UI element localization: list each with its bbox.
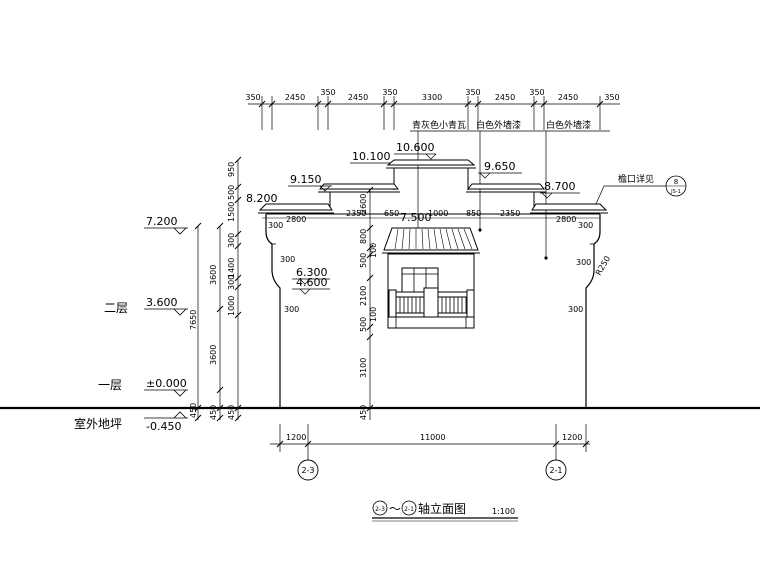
axis-bubble-left <box>297 459 319 481</box>
inner-dim-1500: 1500 <box>227 202 236 222</box>
axis-right-label: 2-1 <box>549 466 562 475</box>
inner-dim-300b: 300 <box>227 275 236 290</box>
ground-label: 室外地坪 <box>74 416 122 431</box>
inner-dim-1000: 1000 <box>227 296 236 316</box>
center-dim-3100: 3100 <box>359 358 368 378</box>
central-dimension-chain: 450 3100 500 2100 500 800 2600 100 100 <box>359 186 378 420</box>
top-dim-11: 350 <box>604 93 619 102</box>
inner-h-2350b: 2350 <box>500 209 520 218</box>
center-dim-100b: 100 <box>369 243 378 258</box>
outer-dim-450: 450 <box>189 403 198 418</box>
side-dim-300-1: 300 <box>268 221 283 230</box>
elev-10100: 10.100 <box>352 150 391 163</box>
center-dim-500b: 500 <box>359 253 368 268</box>
detail-sheet: JS-1 <box>670 189 681 195</box>
drawing-title: 2-3 ～ 2-1 轴立面图 1:100 <box>372 500 518 522</box>
elev-minus-0450: -0.450 <box>146 420 181 433</box>
inner-h-650: 650 <box>384 209 399 218</box>
top-dim-7: 350 <box>465 88 480 97</box>
elev-7200: 7.200 <box>146 215 178 228</box>
material-annotations: 青灰色小青瓦 白色外墙漆 白色外墙漆 <box>410 119 610 260</box>
top-dim-6: 3300 <box>422 93 442 102</box>
cornice-note: 檐口详见 <box>618 173 654 185</box>
side-dim-300-4: 300 <box>280 255 295 264</box>
floor-2-label: 二层 <box>104 301 128 315</box>
roof-elevation-labels: 10.100 10.600 9.150 9.650 8.700 8.200 7.… <box>246 141 580 295</box>
elev-0: ±0.000 <box>146 377 187 390</box>
center-dim-2600: 2600 <box>359 194 368 214</box>
elev-8700: 8.700 <box>544 180 576 193</box>
elev-10600: 10.600 <box>396 141 435 154</box>
wall-note-2: 白色外墙漆 <box>546 119 591 131</box>
side-dim-300-2: 300 <box>578 221 593 230</box>
elev-6300: 6.300 <box>296 266 328 279</box>
floor-1-label: 一层 <box>98 378 122 392</box>
mid-dim-3600a: 3600 <box>209 345 218 365</box>
title-text: 轴立面图 <box>418 501 466 516</box>
inner-h-2800b: 2800 <box>556 215 576 224</box>
elev-9650: 9.650 <box>484 160 516 173</box>
top-dim-2: 2450 <box>285 93 305 102</box>
wall-note-1: 白色外墙漆 <box>476 119 521 131</box>
elev-8200: 8.200 <box>246 192 278 205</box>
center-dim-450: 450 <box>359 405 368 420</box>
inner-horizontal-dims: 2800 2350 650 1000 850 2350 2800 300 300… <box>262 209 612 314</box>
axis-left-label: 2-3 <box>301 466 314 475</box>
title-circle-left: 2-3 <box>375 506 385 513</box>
left-dimension-chains: 450 7650 450 3600 3600 950 500 1500 1000… <box>189 156 242 422</box>
title-scale: 1:100 <box>492 507 515 516</box>
mid-dim-450: 450 <box>209 405 218 420</box>
outer-dim-7650: 7650 <box>189 310 198 330</box>
top-dim-1: 350 <box>245 93 260 102</box>
elev-9150: 9.150 <box>290 173 322 186</box>
center-dim-100a: 100 <box>369 307 378 322</box>
top-dim-4: 2450 <box>348 93 368 102</box>
elev-4600: 4.600 <box>296 276 328 289</box>
mid-dim-3600b: 3600 <box>209 265 218 285</box>
title-tilde: ～ <box>389 502 401 516</box>
top-dim-9: 350 <box>529 88 544 97</box>
inner-dim-1400: 1400 <box>227 258 236 278</box>
inner-dim-500: 500 <box>227 185 236 200</box>
top-dim-8: 2450 <box>495 93 515 102</box>
radius-label: R250 <box>594 254 612 277</box>
bottom-dim-1200b: 1200 <box>562 433 582 442</box>
inner-dim-300a: 300 <box>227 233 236 248</box>
top-dim-5: 350 <box>382 88 397 97</box>
side-dim-300-3: 300 <box>576 258 591 267</box>
detail-callout: 檐口详见 8 JS-1 <box>595 173 687 205</box>
top-dimension-chain: 350 2450 350 2450 350 3300 350 2450 350 … <box>245 88 620 130</box>
center-dim-2100: 2100 <box>359 286 368 306</box>
axis-bubble-right <box>545 459 567 481</box>
center-dim-500a: 500 <box>359 317 368 332</box>
inner-dim-450: 450 <box>227 405 236 420</box>
bottom-dim-11000: 11000 <box>420 433 445 442</box>
tile-note: 青灰色小青瓦 <box>412 119 466 131</box>
inner-h-1000: 1000 <box>428 209 448 218</box>
bottom-dimension-chain: 1200 11000 1200 <box>270 424 590 460</box>
inner-h-2800a: 2800 <box>286 215 306 224</box>
title-circle-right: 2-1 <box>404 506 414 513</box>
elev-7500: 7.500 <box>400 211 432 224</box>
top-dim-10: 2450 <box>558 93 578 102</box>
axis-bubbles: 2-3 2-1 <box>297 459 567 481</box>
center-dim-800: 800 <box>359 229 368 244</box>
bottom-dim-1200a: 1200 <box>286 433 306 442</box>
inner-h-2350a: 2350 <box>346 209 366 218</box>
side-dim-300-5: 300 <box>284 305 299 314</box>
building-elevation <box>258 159 608 408</box>
elev-3600: 3.600 <box>146 296 178 309</box>
inner-dim-950: 950 <box>227 162 236 177</box>
left-elevation-markers: 7.200 二层 3.600 一层 ±0.000 室外地坪 -0.450 <box>74 215 188 433</box>
inner-h-850: 850 <box>466 209 481 218</box>
detail-number: 8 <box>674 178 678 186</box>
side-dim-300-6: 300 <box>568 305 583 314</box>
top-dim-3: 350 <box>320 88 335 97</box>
